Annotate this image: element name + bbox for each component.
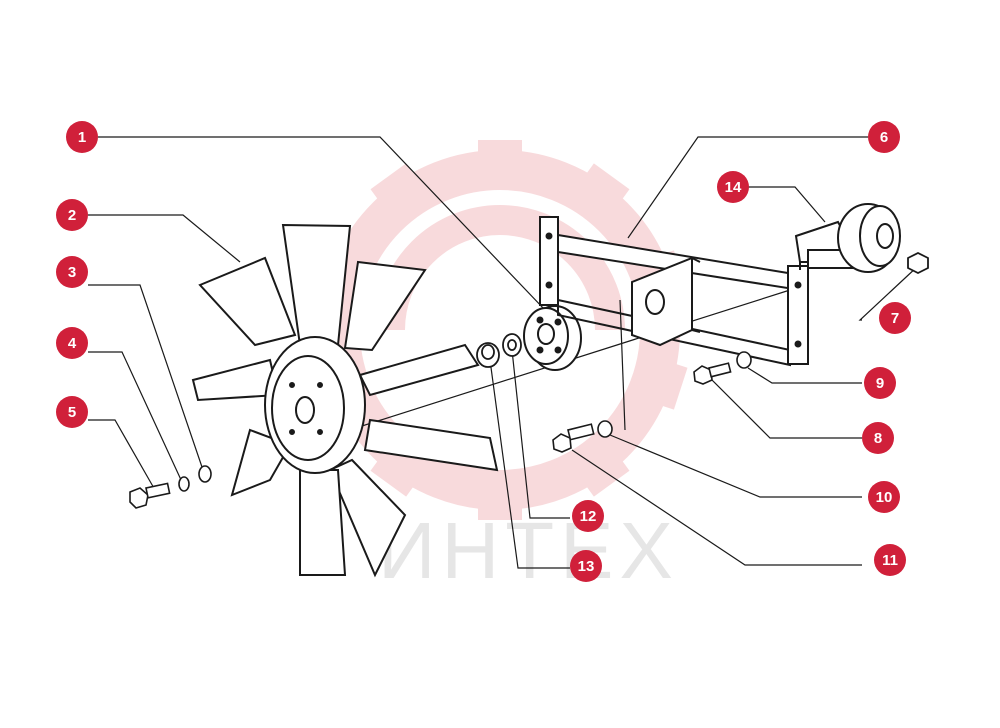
callout-label: 2 <box>68 207 76 224</box>
leader-line-14 <box>745 186 826 223</box>
leader-line-4 <box>88 351 183 483</box>
leader-line-6 <box>627 136 868 239</box>
washer-9-icon <box>736 351 752 369</box>
bolt-icon <box>129 482 171 509</box>
callout-label: 8 <box>874 430 882 447</box>
leader-line-2 <box>88 214 241 263</box>
callout-9: 9 <box>864 367 896 399</box>
callout-14: 14 <box>717 171 749 203</box>
gear-tooth <box>570 163 630 222</box>
watermark-text: ИНТЕХ <box>378 506 679 595</box>
callout-label: 12 <box>580 508 597 525</box>
leader-line-11 <box>571 449 862 566</box>
leader-line-13 <box>489 359 570 569</box>
callout-1: 1 <box>66 121 98 153</box>
callout-7: 7 <box>879 302 911 334</box>
callout-label: 5 <box>68 404 76 421</box>
motor-nut-icon <box>907 251 929 275</box>
gear-tooth <box>570 438 630 497</box>
callout-4: 4 <box>56 327 88 359</box>
leader-line-5 <box>88 419 156 491</box>
callout-8: 8 <box>862 422 894 454</box>
callout-label: 11 <box>882 552 898 569</box>
callout-3: 3 <box>56 256 88 288</box>
gear-tooth <box>478 140 522 180</box>
bolt-11-icon <box>552 423 595 453</box>
callout-11: 11 <box>874 544 906 576</box>
leader-line-1 <box>98 136 546 311</box>
leader-lines <box>88 136 919 569</box>
washer-10-icon <box>597 420 613 438</box>
callout-label: 1 <box>78 129 86 146</box>
callout-12: 12 <box>572 500 604 532</box>
callout-label: 9 <box>876 375 884 392</box>
washer-icon <box>198 465 212 483</box>
callout-label: 13 <box>578 558 595 575</box>
nut-icon <box>476 342 500 368</box>
motor-icon <box>794 203 901 273</box>
leader-line-8 <box>711 379 862 439</box>
callout-label: 4 <box>68 335 77 352</box>
leader-line-7 <box>858 265 919 321</box>
bolt-8-icon <box>693 362 732 385</box>
callout-10: 10 <box>868 481 900 513</box>
lock-washer-icon <box>178 476 190 492</box>
callout-2: 2 <box>56 199 88 231</box>
leader-line-3 <box>88 284 204 471</box>
leader-line-12 <box>511 349 570 519</box>
gear-tooth <box>370 163 430 222</box>
callout-5: 5 <box>56 396 88 428</box>
callout-label: 14 <box>725 179 742 196</box>
bracket-icon <box>539 216 809 367</box>
callout-label: 10 <box>876 489 893 506</box>
callout-label: 6 <box>880 129 888 146</box>
leader-line-10 <box>609 434 862 498</box>
callout-label: 3 <box>68 264 76 281</box>
callouts: 1 2 3 4 5 6 7 8 9 10 11 12 13 14 <box>56 121 911 582</box>
gear-tooth <box>478 480 522 520</box>
hub-icon <box>523 305 582 371</box>
callout-13: 13 <box>570 550 602 582</box>
fan-icon <box>191 223 499 578</box>
gear-tooth <box>635 355 688 410</box>
leader-line-9 <box>747 367 862 384</box>
callout-label: 7 <box>891 310 899 327</box>
spacer-washer-icon <box>502 333 522 357</box>
callout-6: 6 <box>868 121 900 153</box>
